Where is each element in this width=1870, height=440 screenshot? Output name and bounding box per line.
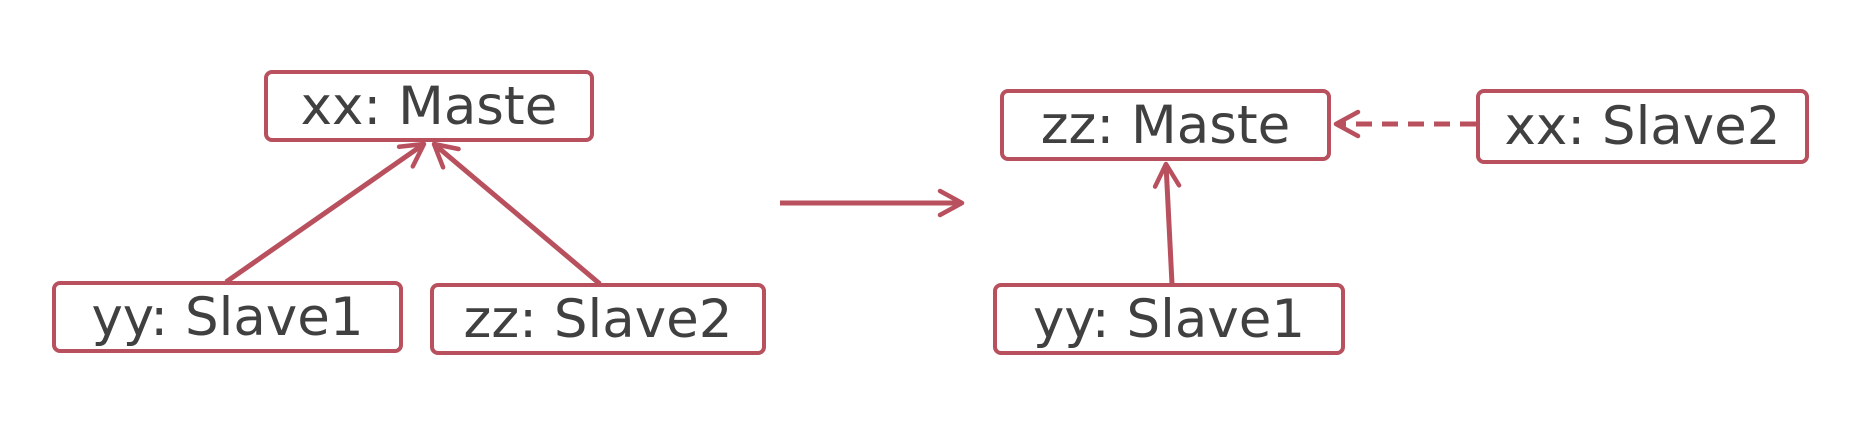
after-master-label: zz: Maste <box>1040 94 1291 156</box>
before-slave1-label: yy: Slave1 <box>91 286 364 348</box>
edge-before-slave2-to-master <box>431 141 602 286</box>
after-slave1-node: yy: Slave1 <box>993 283 1345 355</box>
before-slave1-node: yy: Slave1 <box>52 281 403 353</box>
edge-after-slave1-to-master <box>1152 161 1182 285</box>
before-master-node: xx: Maste <box>264 70 594 142</box>
after-slave2-label: xx: Slave2 <box>1504 96 1781 157</box>
after-slave2-node: xx: Slave2 <box>1476 89 1809 164</box>
after-slave1-label: yy: Slave1 <box>1032 288 1306 350</box>
before-slave2-label: zz: Slave2 <box>463 288 733 350</box>
before-master-label: xx: Maste <box>300 75 558 137</box>
before-slave2-node: zz: Slave2 <box>430 283 766 355</box>
after-master-node: zz: Maste <box>1000 89 1331 161</box>
edge-before-slave1-to-master <box>224 141 427 285</box>
